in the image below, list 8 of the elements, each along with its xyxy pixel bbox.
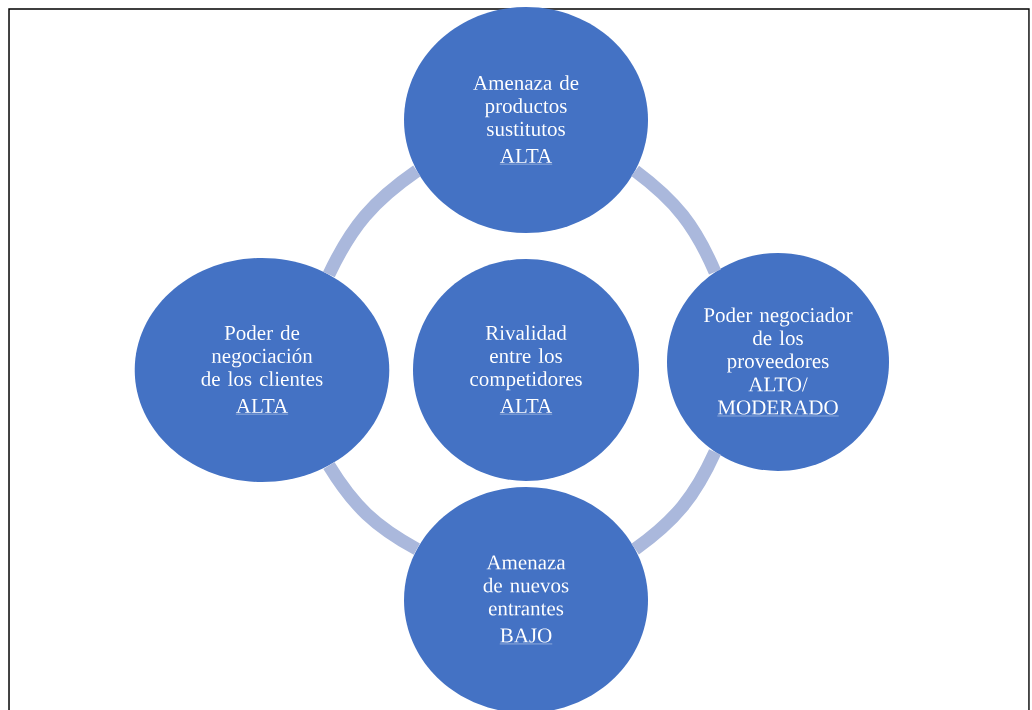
ring-arc	[631, 165, 721, 275]
circle-node: Amenaza de productos sustitutos ALTA	[404, 7, 648, 233]
circle-node: Poder de negociación de los clientes ALTA	[134, 258, 390, 482]
ring-arc	[631, 449, 721, 555]
ring-arc	[323, 462, 421, 555]
circle-node: Rivalidad entre los competidores ALTA	[413, 259, 639, 481]
circle-node: Poder negociador de los proveedores ALTO/ MODERADO	[667, 253, 889, 471]
ring-arc	[323, 165, 421, 278]
